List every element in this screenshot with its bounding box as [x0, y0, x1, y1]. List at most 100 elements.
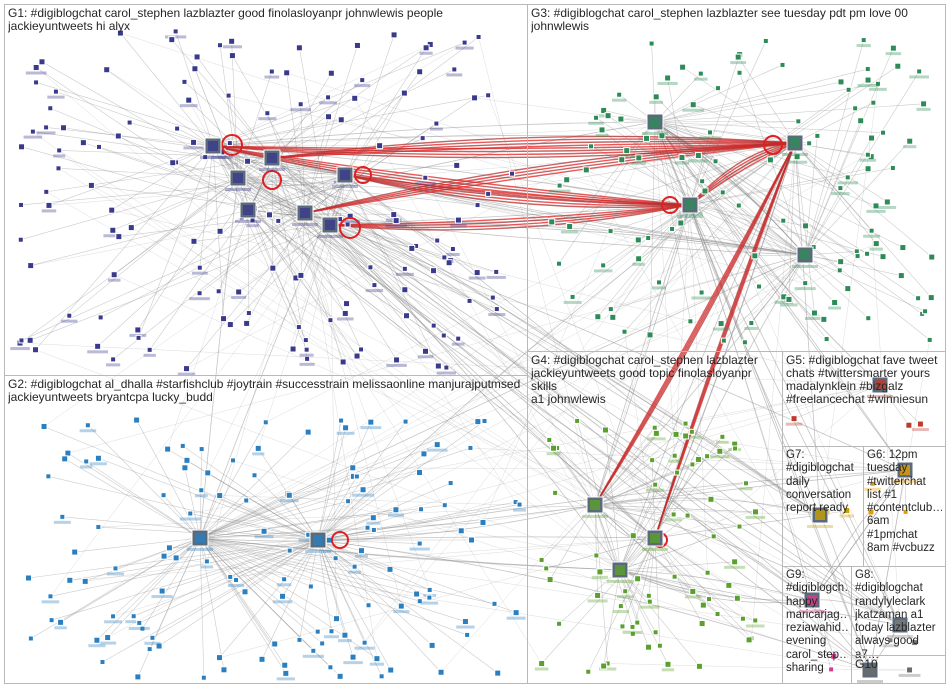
node-label: [684, 595, 701, 599]
node-label: [909, 75, 930, 79]
node-label: [23, 135, 43, 139]
edge: [199, 537, 337, 619]
graph-node: [467, 444, 474, 451]
graph-node: [55, 165, 62, 172]
edge-bundle: [654, 121, 806, 256]
node-label: [486, 275, 506, 279]
graph-node: [701, 187, 709, 195]
edge: [230, 539, 319, 578]
edge: [317, 539, 391, 570]
edge: [238, 224, 331, 293]
node-label: [179, 517, 201, 521]
edge: [212, 145, 307, 350]
edge: [199, 537, 311, 587]
edge: [654, 121, 868, 156]
graph-node: [387, 666, 395, 674]
node-label: [631, 161, 647, 165]
node-label: [739, 487, 753, 491]
graph-node: [220, 315, 228, 323]
graph-node: [652, 93, 660, 101]
edge: [655, 484, 821, 516]
graph-node: [475, 33, 482, 40]
edge: [138, 145, 214, 338]
graph-node: [864, 250, 871, 257]
edge: [341, 119, 806, 256]
edge: [707, 455, 906, 471]
graph-node: [491, 600, 498, 607]
node-label: [546, 452, 561, 456]
edge: [194, 68, 239, 179]
node-label: [716, 440, 729, 444]
edge-bundle: [819, 514, 871, 671]
graph-node: [386, 565, 394, 573]
hub-avatar-inner: [313, 535, 323, 545]
edge: [317, 422, 372, 541]
node-label: [857, 680, 883, 683]
graph-node: [844, 174, 851, 181]
graph-node: [365, 602, 372, 609]
edge-highlight: [304, 142, 796, 214]
edge: [304, 212, 402, 607]
edge-bundle: [654, 121, 906, 471]
edge: [55, 91, 214, 147]
node-label: [683, 212, 703, 216]
edge: [304, 212, 375, 286]
edge: [199, 212, 306, 294]
graph-node: [343, 300, 351, 308]
edge: [212, 94, 489, 147]
node-label: [450, 224, 467, 228]
edge: [59, 150, 656, 539]
graph-node: [635, 255, 643, 263]
node-label: [612, 610, 629, 614]
edge: [199, 537, 323, 644]
node-label: [882, 644, 899, 648]
graph-node: [66, 312, 73, 319]
graph-node: [56, 147, 63, 154]
graph-node: [699, 601, 707, 609]
node-label: [61, 319, 78, 323]
graph-node: [689, 587, 697, 595]
graph-node: [45, 201, 53, 209]
graph-node: [707, 495, 715, 503]
graph-node: [422, 44, 430, 52]
edge: [329, 34, 395, 226]
graph-node: [27, 635, 34, 642]
edge: [654, 121, 691, 322]
edge: [115, 537, 201, 569]
edge: [317, 420, 485, 541]
node-label: [54, 626, 67, 630]
self-loop: [221, 134, 243, 156]
edge: [300, 104, 306, 214]
graph-node: [45, 473, 52, 480]
edge: [619, 455, 675, 571]
edge: [247, 209, 406, 422]
graph-node: [868, 134, 876, 142]
node-label: [593, 269, 613, 273]
node-label: [864, 487, 881, 491]
graph-node: [146, 346, 153, 353]
graph-node: [588, 143, 595, 150]
node-label: [794, 287, 816, 291]
edge: [317, 258, 639, 541]
edge: [230, 537, 656, 578]
node-label: [187, 548, 213, 551]
graph-node: [108, 206, 116, 214]
edge: [541, 504, 596, 561]
edge: [41, 61, 306, 214]
edge: [172, 162, 239, 179]
graph-node: [887, 637, 894, 644]
edge: [98, 146, 306, 214]
graph-node: [244, 157, 252, 165]
edge: [100, 212, 306, 318]
graph-node: [349, 464, 357, 472]
edge: [264, 530, 319, 541]
group-panel-g6: G6: 12pm tuesday #twitterchat list #1 #c…: [863, 446, 946, 567]
graph-node: [43, 188, 50, 195]
edge: [199, 537, 331, 668]
graph-node: [397, 602, 405, 610]
edge: [237, 177, 756, 621]
edge: [723, 254, 806, 341]
graph-node: [200, 674, 207, 681]
graph-node: [618, 156, 626, 164]
edge: [113, 384, 881, 617]
